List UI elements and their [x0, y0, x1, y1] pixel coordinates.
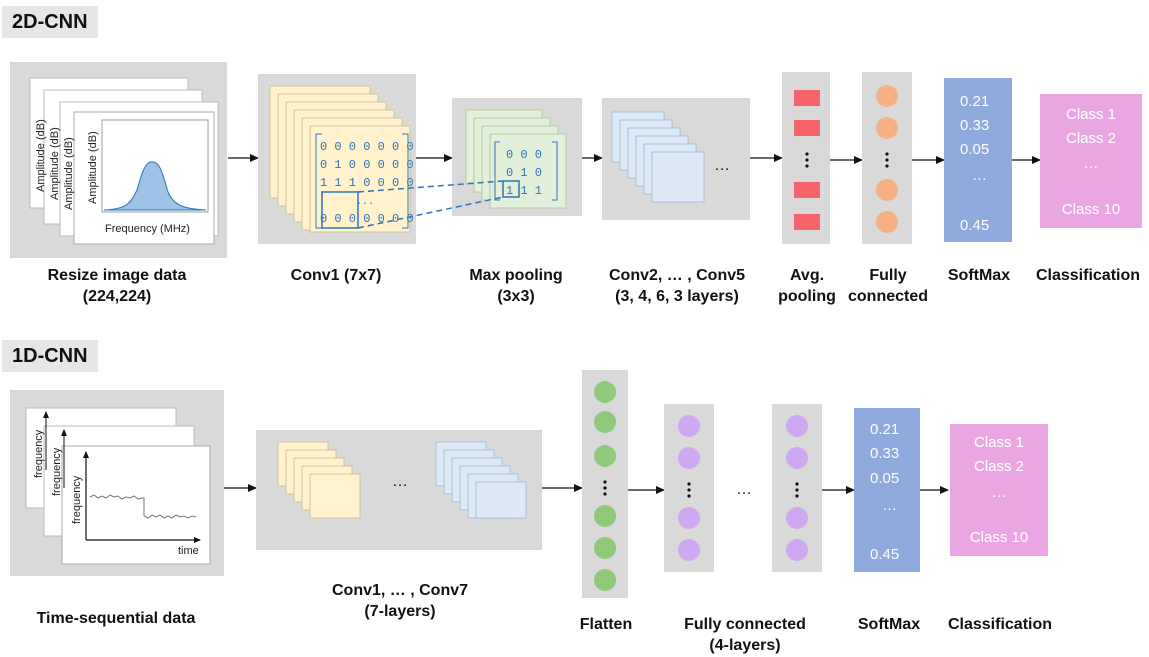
classification-box-bottom: Class 1 Class 2 … Class 10 — [950, 424, 1048, 556]
softmax-box-top: 0.21 0.33 0.05 … 0.45 — [944, 78, 1012, 242]
conv1-matrix-row2: 0 1 0 0 0 0 0 — [320, 158, 414, 172]
class-top-1: Class 1 — [1066, 106, 1116, 123]
softmax-bottom-v3: 0.05 — [870, 470, 899, 487]
label-flatten: Flatten — [579, 616, 633, 633]
class-bottom-10: Class 10 — [970, 529, 1028, 546]
y-axis-label-back2: Amplitude (dB) — [49, 127, 61, 200]
conv1-matrix-row5: 0 0 0 0 0 0 0 — [320, 212, 414, 226]
flatten-column — [582, 370, 628, 598]
freq-label-back2: frequency — [51, 447, 63, 496]
softmax-bottom-v2: 0.33 — [870, 445, 899, 462]
conv1-matrix-ellipsis: ... — [356, 197, 374, 208]
softmax-top-v5: 0.45 — [960, 217, 989, 234]
conv2-5-panel: … — [602, 98, 750, 220]
maxpool-panel: 0 0 0 0 1 0 1 1 1 — [452, 98, 582, 216]
label-conv2-5-line2: (3, 4, 6, 3 layers) — [615, 288, 739, 305]
label-softmax-bottom: SoftMax — [857, 616, 921, 633]
class-top-10: Class 10 — [1062, 201, 1120, 218]
fc-column-top — [862, 72, 912, 244]
maxpool-matrix-row1: 0 0 0 — [506, 148, 542, 162]
class-bottom-1: Class 1 — [974, 434, 1024, 451]
label-conv2-5: Conv2, … , Conv5 (3, 4, 6, 3 layers) — [592, 265, 762, 307]
gaussian-curve — [103, 161, 207, 211]
input-image-panel: Amplitude (dB) Amplitude (dB) Amplitude … — [10, 62, 227, 258]
softmax-bottom-v4: … — [882, 497, 897, 514]
label-conv1-7-line2: (7-layers) — [364, 603, 436, 620]
label-fc-bottom-line2: (4-layers) — [709, 637, 781, 654]
section-tag-1d-cnn: 1D-CNN — [2, 340, 98, 372]
label-avgpool-line2: pooling — [778, 288, 836, 305]
label-input-image-line1: Resize image data — [47, 267, 187, 284]
label-time-sequential: Time-sequential data — [36, 610, 196, 627]
label-fc-bottom-line1: Fully connected — [684, 616, 806, 633]
section-tag-2d-cnn: 2D-CNN — [2, 6, 98, 38]
conv2-5-ellipsis: … — [714, 157, 730, 174]
maxpool-target-box — [502, 180, 520, 198]
label-fc-top-line1: Fully — [869, 267, 907, 284]
input-time-panel: frequency frequency frequency time — [10, 390, 224, 576]
class-bottom-2: Class 2 — [974, 458, 1024, 475]
fc-bottom-ellipsis: … — [736, 481, 752, 498]
conv1-panel: 0 0 0 0 0 0 0 0 1 0 0 0 0 0 1 1 1 0 0 0 … — [258, 74, 416, 244]
y-axis-label-back1: Amplitude (dB) — [35, 119, 47, 192]
label-conv1-7-line1: Conv1, … , Conv7 — [331, 582, 469, 599]
softmax-bottom-v1: 0.21 — [870, 421, 899, 438]
classification-box-top: Class 1 Class 2 … Class 10 — [1040, 94, 1142, 228]
label-avgpool: Avg. pooling — [772, 265, 842, 307]
label-softmax-top: SoftMax — [947, 267, 1011, 284]
conv1-matrix-row3: 1 1 1 0 0 0 0 — [320, 176, 414, 190]
conv1-7-panel: … — [256, 430, 542, 550]
label-fc-top-line2: connected — [848, 288, 929, 305]
softmax-top-v3: 0.05 — [960, 141, 989, 158]
label-maxpool-line2: (3x3) — [497, 288, 535, 305]
softmax-top-v4: … — [972, 167, 987, 184]
freq-label-front: frequency — [71, 475, 83, 524]
label-conv1-7: Conv1, … , Conv7 (7-layers) — [300, 580, 500, 622]
label-maxpool-line1: Max pooling — [469, 267, 563, 284]
avg-pooling-column — [782, 72, 830, 244]
class-bottom-ellipsis: … — [992, 484, 1007, 501]
conv1-7-ellipsis: … — [392, 473, 408, 490]
y-axis-label-front: Amplitude (dB) — [87, 131, 99, 204]
softmax-top-v1: 0.21 — [960, 93, 989, 110]
y-axis-label-back3: Amplitude (dB) — [63, 137, 75, 210]
label-maxpool: Max pooling (3x3) — [446, 265, 586, 307]
softmax-top-v2: 0.33 — [960, 117, 989, 134]
label-classification-bottom: Classification — [947, 616, 1053, 633]
fc-column-bottom-2 — [772, 404, 822, 572]
time-signal — [89, 494, 197, 519]
label-conv1: Conv1 (7x7) — [290, 267, 382, 284]
class-top-2: Class 2 — [1066, 130, 1116, 147]
fc-column-bottom-1 — [664, 404, 714, 572]
label-classification-top: Classification — [1035, 267, 1141, 284]
class-top-ellipsis: … — [1084, 155, 1099, 172]
maxpool-matrix-row2: 0 1 0 — [506, 166, 542, 180]
conv1-matrix-row1: 0 0 0 0 0 0 0 — [320, 140, 414, 154]
label-input-image: Resize image data (224,224) — [22, 265, 212, 307]
label-fc-bottom: Fully connected (4-layers) — [660, 614, 830, 656]
label-input-image-line2: (224,224) — [82, 288, 152, 305]
freq-label-back1: frequency — [33, 429, 45, 478]
label-fc-top: Fully connected — [848, 265, 928, 307]
time-label: time — [178, 545, 199, 557]
label-avgpool-line1: Avg. — [789, 267, 825, 284]
softmax-box-bottom: 0.21 0.33 0.05 … 0.45 — [854, 408, 920, 572]
x-axis-label-front: Frequency (MHz) — [105, 223, 190, 235]
softmax-bottom-v5: 0.45 — [870, 546, 899, 563]
conv1-kernel-box — [321, 191, 359, 229]
maxpool-matrix-row3: 1 1 1 — [506, 184, 542, 198]
label-conv2-5-line1: Conv2, … , Conv5 — [608, 267, 746, 284]
